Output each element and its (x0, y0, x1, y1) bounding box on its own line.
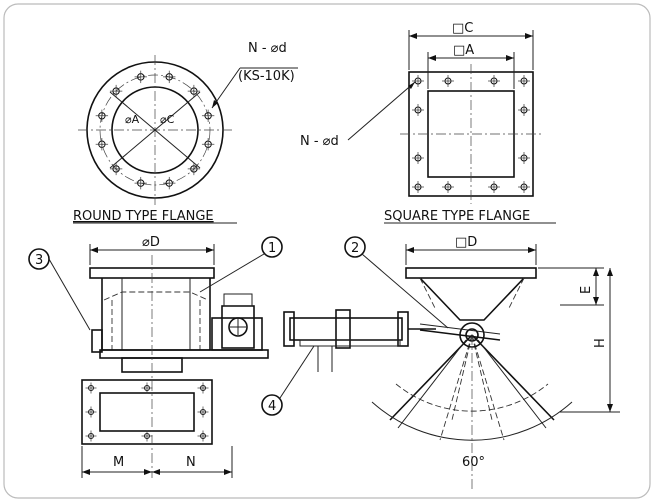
side-view: ⌀D M N (81, 235, 269, 478)
sheet-border (3, 3, 651, 499)
round-flange-view: N - ⌀d (KS-10K) ⌀A ⌀C ROUND TYPE FLANGE (73, 41, 298, 224)
round-flange-bolt-holes (95, 70, 215, 190)
round-flange-callout-line1: N - ⌀d (248, 41, 287, 56)
side-view-dim-m: M (113, 455, 124, 470)
side-view-dim-d: ⌀D (142, 235, 160, 250)
round-flange-label-a: ⌀A (125, 113, 140, 126)
svg-text:4: 4 (268, 399, 276, 414)
side-view-dim-n: N (186, 455, 196, 470)
round-flange-callout-line2: (KS-10K) (238, 69, 295, 84)
square-flange-view: □C □A N - ⌀d SQUARE TYPE FLANGE (300, 21, 556, 224)
side-view-bolt-holes (85, 382, 209, 442)
balloon-4: 4 (261, 345, 315, 416)
round-flange-label-c: ⌀C (160, 113, 175, 126)
round-flange-title: ROUND TYPE FLANGE (73, 209, 214, 224)
square-flange-bolt-holes (412, 75, 530, 193)
square-flange-callout: N - ⌀d (300, 134, 339, 149)
square-flange-title: SQUARE TYPE FLANGE (384, 209, 530, 224)
balloon-2: 2 (344, 236, 449, 329)
svg-text:3: 3 (35, 253, 43, 268)
front-view: □D E H 60° (371, 235, 620, 490)
square-flange-dim-a: □A (453, 43, 474, 58)
balloon-3: 3 (28, 248, 91, 331)
front-view-dim-d: □D (455, 235, 477, 250)
square-flange-dim-c: □C (452, 21, 473, 36)
svg-text:2: 2 (351, 241, 359, 256)
svg-text:1: 1 (268, 241, 276, 256)
front-view-dim-h: H (593, 338, 608, 348)
air-cylinder (283, 309, 436, 372)
front-view-angle: 60° (462, 455, 485, 470)
front-view-dim-e: E (579, 286, 594, 294)
balloon-1: 1 (199, 236, 283, 293)
